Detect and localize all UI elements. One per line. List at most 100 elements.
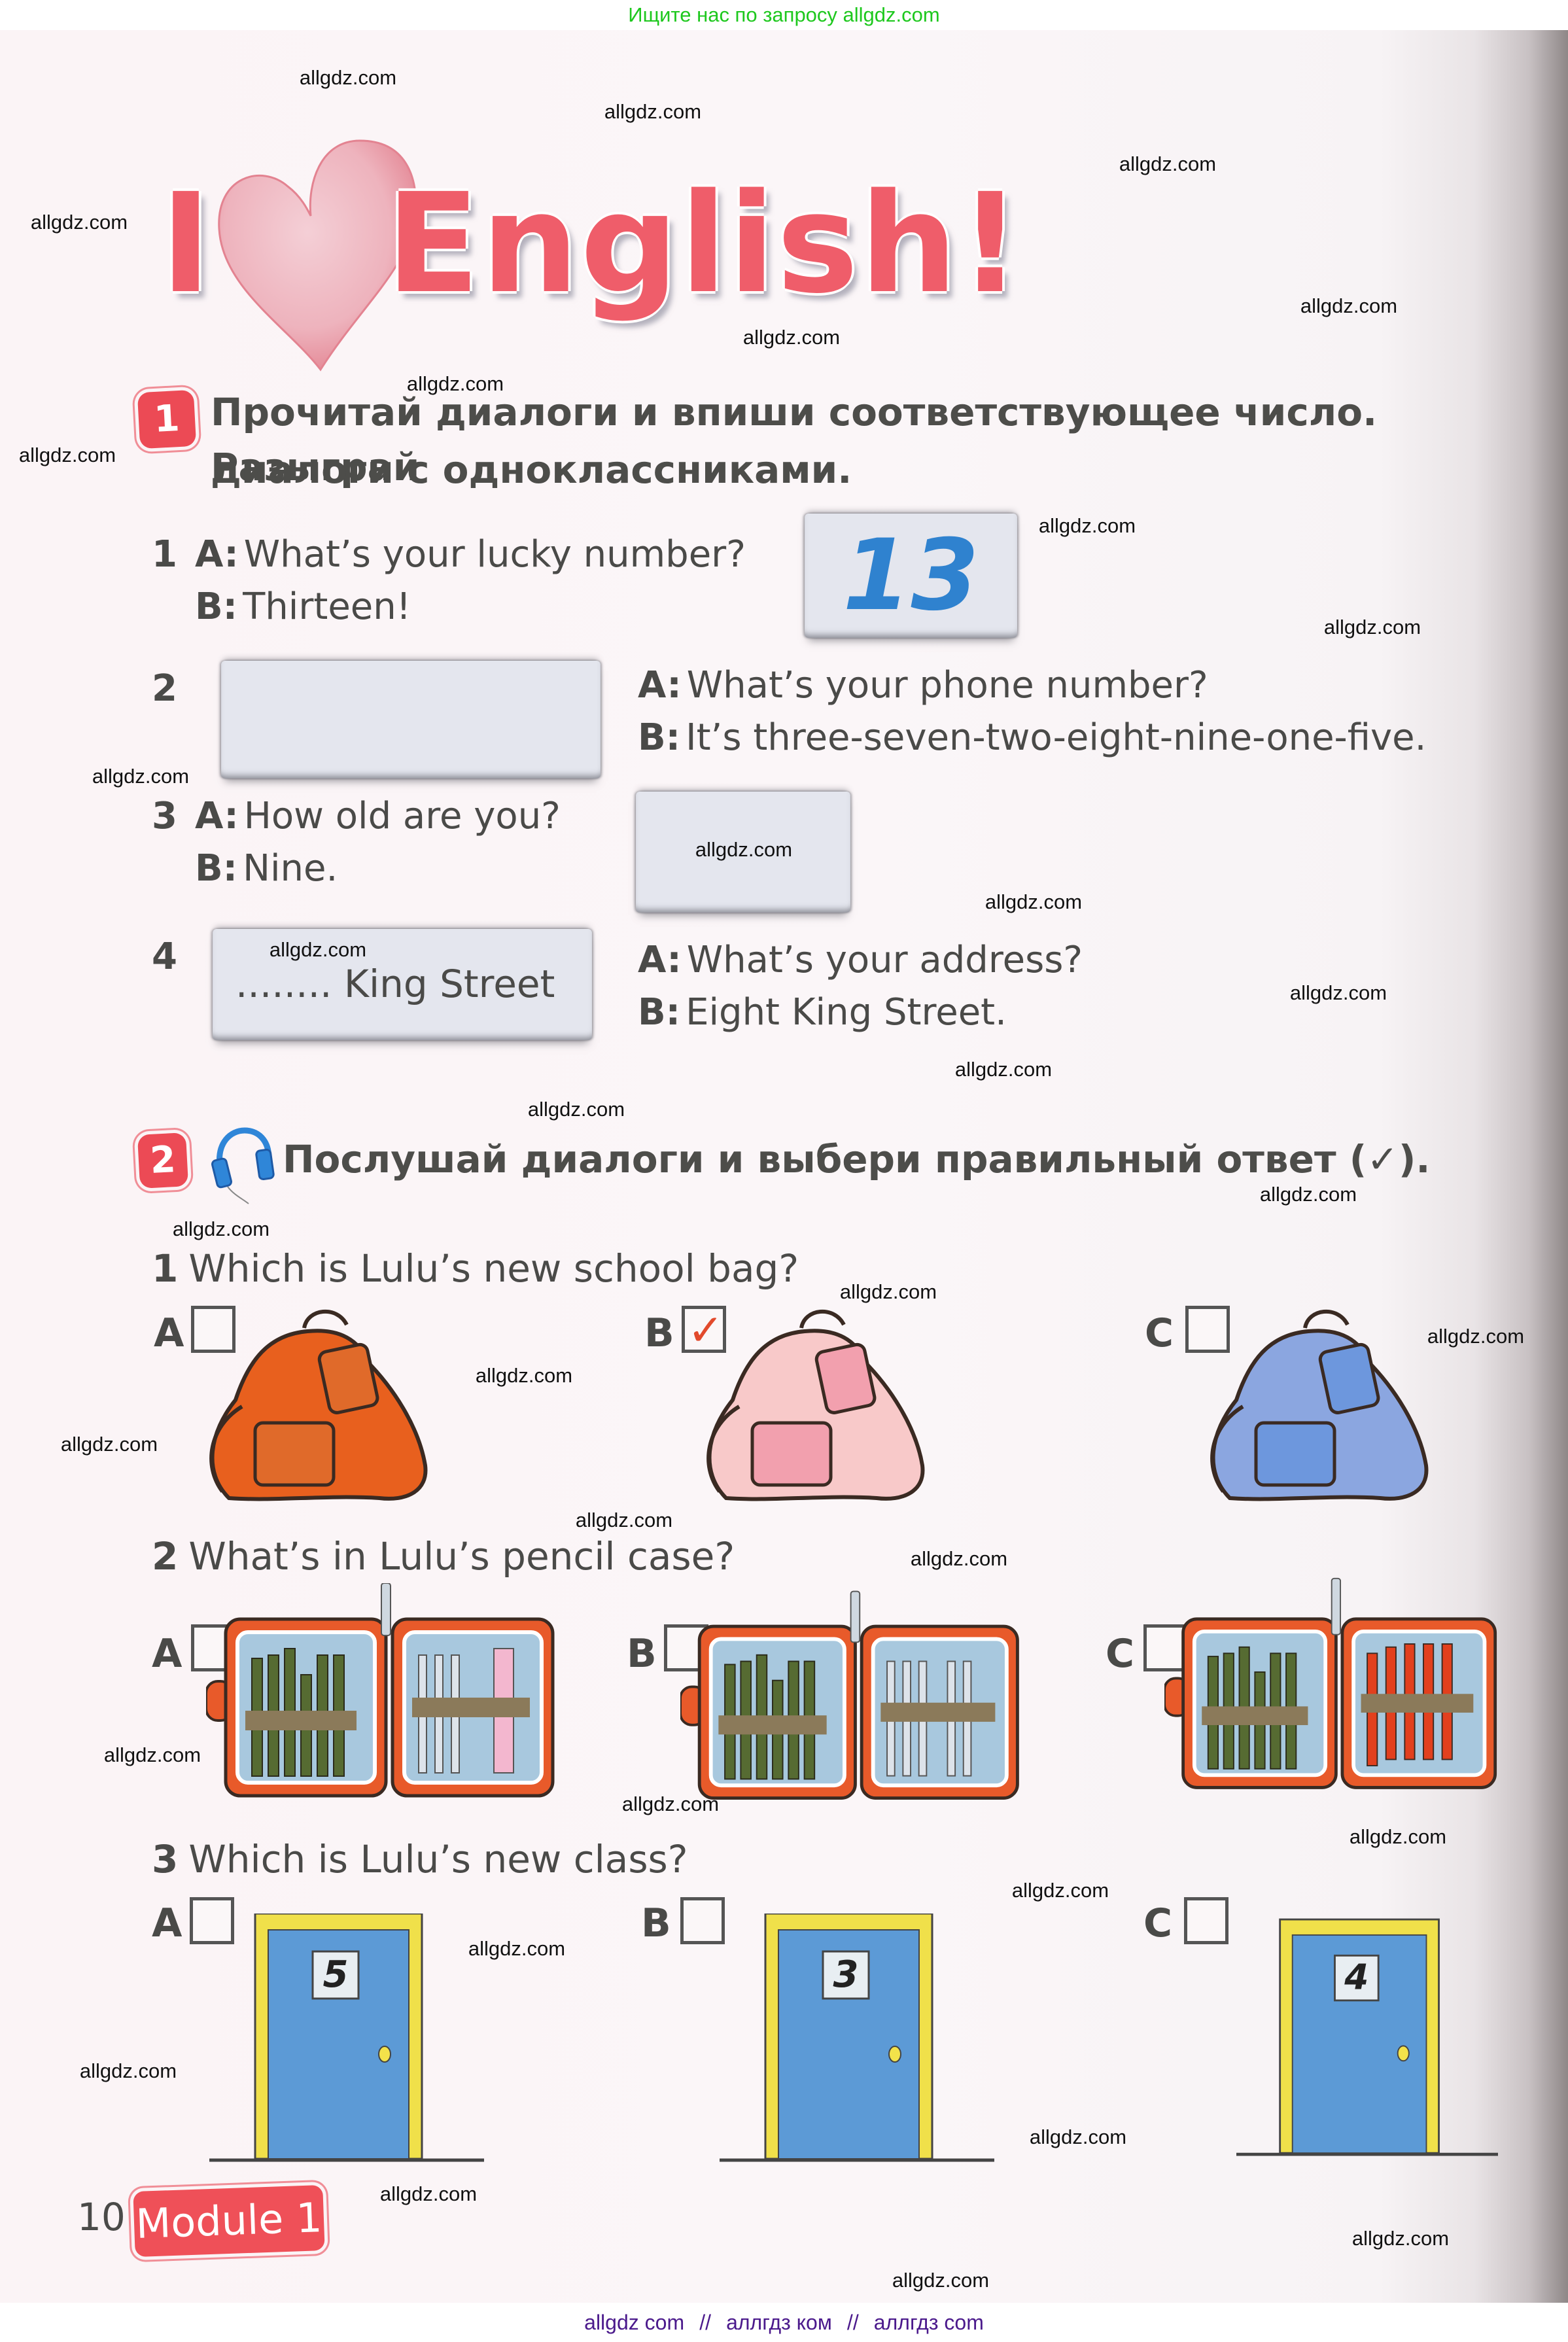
door-a-image: 5 [209,1914,484,2162]
q1-option-a-label: A [154,1310,184,1356]
watermark-text: allgdz.com [1029,2125,1127,2148]
door-b-image: 3 [720,1914,994,2162]
question-3-number: 3 [152,1837,179,1881]
address-blank-text: ........ King Street [235,962,555,1006]
dialog-2-line-a: A:What’s your phone number? [638,664,1208,707]
module-badge: Module 1 [133,2184,325,2258]
q3-option-b-label: B [641,1900,671,1946]
speaker-a-label: A: [638,664,682,707]
watermark-text: allgdz.com [910,1547,1008,1570]
watermark-text: allgdz.com [1289,981,1387,1004]
dialog-1-line-a: A:What’s your lucky number? [195,533,746,576]
search-promo-link[interactable]: Ищите нас по запросу allgdz.com [628,3,940,26]
speaker-b-label: B: [195,847,238,890]
q1-option-c-checkbox[interactable] [1185,1306,1230,1353]
watermark-text: allgdz.com [79,2059,177,2082]
watermark-text: allgdz.com [172,1217,270,1240]
pink-backpack-image [706,1309,925,1501]
dialog-4-answer-field[interactable]: ........ King Street [213,929,592,1040]
watermark-text: allgdz.com [1259,1183,1357,1206]
dialog-2-b-text: It’s three-seven-two-eight-nine-one-five… [686,716,1427,759]
footer-separator: // [699,2311,711,2334]
speaker-b-label: B: [638,991,681,1034]
pencil-case-a-image [206,1583,555,1798]
footer-link-3[interactable]: аллгдз com [873,2311,984,2334]
q3-option-c-checkbox[interactable] [1184,1897,1228,1944]
pencil-case-c-image [1164,1577,1497,1789]
speaker-a-label: A: [195,795,239,837]
dialog-3-a-text: How old are you? [243,795,561,837]
watermark-text: allgdz.com [269,938,367,961]
task-1-heading-line1: Прочитай диалоги и впиши соответствующее… [211,390,1378,489]
speaker-a-label: A: [638,939,682,981]
q1-option-a-checkbox[interactable] [191,1306,235,1353]
page-number: 10 [77,2195,126,2239]
dialog-4-b-text: Eight King Street. [686,991,1007,1034]
check-mark-icon: ✓ [688,1305,724,1355]
q1-option-b-checkbox[interactable]: ✓ [682,1305,726,1355]
q3-option-a-checkbox[interactable] [190,1897,234,1944]
watermark-text: allgdz.com [468,1937,566,1960]
pencil-case-b-image [680,1590,1019,1800]
q1-option-b-label: B [644,1310,674,1356]
watermark-text: allgdz.com [695,838,793,861]
blue-backpack-image [1210,1309,1429,1501]
dialog-1-answer-card: 13 [805,514,1017,638]
watermark-text: allgdz.com [1011,1879,1109,1902]
watermark-text: allgdz.com [475,1364,573,1387]
watermark-text: allgdz.com [839,1280,937,1303]
bottom-banner: allgdz com // аллгдз ком // аллгдз com [0,2303,1568,2342]
dialog-2-answer-field[interactable] [221,661,601,778]
heart-icon [218,139,417,372]
watermark-text: allgdz.com [1119,152,1217,175]
watermark-text: allgdz.com [103,1743,201,1766]
watermark-text: allgdz.com [575,1509,673,1531]
top-banner: Ищите нас по запросу allgdz.com [0,0,1568,30]
watermark-text: allgdz.com [892,2269,990,2292]
watermark-text: allgdz.com [30,211,128,234]
watermark-text: allgdz.com [954,1058,1053,1081]
question-2-number: 2 [152,1534,179,1579]
watermark-text: allgdz.com [299,66,397,89]
question-2-text: What’s in Lulu’s pencil case? [188,1534,735,1579]
watermark-text: allgdz.com [621,1792,720,1815]
door-b-number: 3 [833,1953,859,1996]
task-2-badge: 2 [137,1132,189,1189]
headphones-icon [211,1127,275,1204]
q2-option-a-label: A [152,1631,183,1677]
q1-option-c-label: C [1145,1310,1174,1356]
watermark-text: allgdz.com [984,890,1083,913]
dialog-2-line-b: B:It’s three-seven-two-eight-nine-one-fi… [638,716,1426,759]
footer-link-1[interactable]: allgdz com [584,2311,685,2334]
dialog-3-answer-field[interactable] [636,792,850,913]
watermark-text: allgdz.com [1427,1325,1525,1348]
dialog-3-line-a: A:How old are you? [195,795,561,837]
q3-option-a-label: A [152,1900,183,1946]
dialog-1-line-b: B:Thirteen! [195,586,411,628]
watermark-text: allgdz.com [1323,616,1421,638]
footer-link-2[interactable]: аллгдз ком [726,2311,832,2334]
watermark-text: allgdz.com [604,100,702,123]
question-1-text: Which is Lulu’s new school bag? [188,1246,799,1291]
watermark-text: allgdz.com [1351,2227,1450,2250]
dialog-1-b-text: Thirteen! [243,586,411,628]
q2-option-c-checkbox[interactable] [1143,1624,1188,1671]
task-2-heading: Послушай диалоги и выбери правильный отв… [283,1137,1431,1181]
speaker-b-label: B: [638,716,681,759]
watermark-text: allgdz.com [1300,294,1398,317]
title-letter-i: I [160,164,212,324]
door-c-image: 4 [1236,1918,1498,2156]
answer-number-13: 13 [843,519,979,633]
dialog-2-a-text: What’s your phone number? [686,664,1208,707]
question-3-text: Which is Lulu’s new class? [188,1837,688,1881]
watermark-text: allgdz.com [60,1433,158,1456]
footer-separator: // [846,2311,859,2334]
q3-option-b-checkbox[interactable] [680,1897,725,1944]
title-word-english: English! [386,164,1023,324]
q2-option-b-label: B [627,1631,657,1677]
speaker-b-label: B: [195,586,238,628]
dialog-1-number: 1 [152,533,177,576]
watermark-text: allgdz.com [18,444,116,466]
